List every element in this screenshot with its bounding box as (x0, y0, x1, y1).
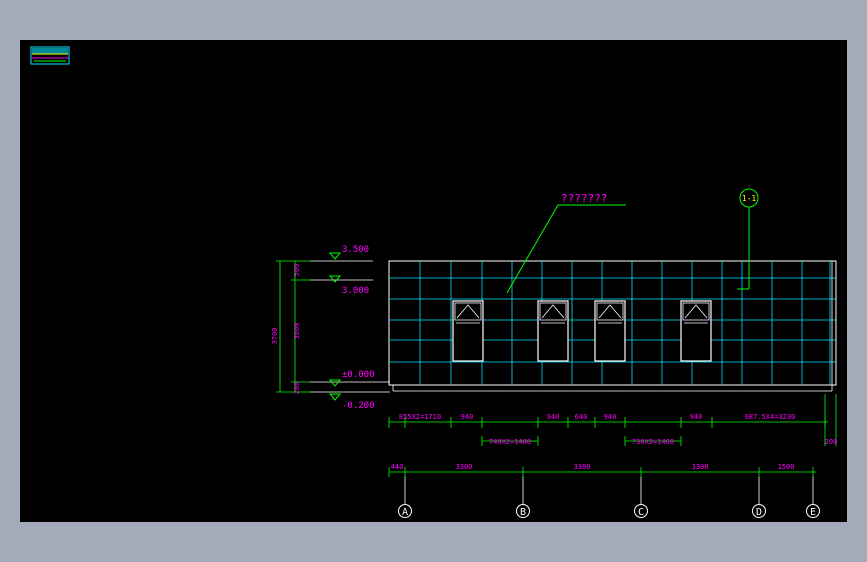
dimension-label: 940 (547, 413, 560, 421)
dimension-label: 3300 (692, 463, 709, 471)
window-top-sash (682, 302, 710, 321)
dimension-label: 3300 (574, 463, 591, 471)
dimension-label: 200 (825, 438, 838, 446)
cad-viewport[interactable]: 3.500 3.000 ±0.000 -0.200 3700 500 3000 … (20, 40, 847, 522)
axis-bubble-d (752, 504, 766, 518)
facade-outline (388, 260, 837, 386)
dimension-label: 687.5X4=3230 (745, 413, 796, 421)
elevation-label-top: 3.500 (342, 245, 369, 255)
window (680, 300, 712, 362)
window (537, 300, 569, 362)
axis-label-e: E (810, 507, 816, 518)
dim-total: 3700 (271, 328, 279, 345)
elevation-label-upper: 3.000 (342, 286, 369, 296)
axis-bubble-b (516, 504, 530, 518)
window-group (452, 300, 712, 362)
callout-label: ??????? (561, 192, 607, 205)
section-marker-label: 1-1 (742, 194, 757, 203)
axis-label-c: C (638, 507, 644, 518)
dimension-label: 640 (575, 413, 588, 421)
dimension-label: 1500 (778, 463, 795, 471)
dimension-label: 3300 (456, 463, 473, 471)
dimension-label: 940 (461, 413, 474, 421)
dim-top-segment: 500 (293, 264, 301, 277)
dimension-label: 440 (391, 463, 404, 471)
window (594, 300, 626, 362)
dimension-label: 730X2=1460 (632, 438, 674, 446)
elevation-drawing: 3.500 3.000 ±0.000 -0.200 3700 500 3000 … (30, 46, 838, 518)
axis-bubble-c (634, 504, 648, 518)
window-opening-mark (456, 304, 480, 319)
axis-bubble-a (398, 504, 412, 518)
window-top-sash (596, 302, 624, 321)
elevation-label-zero: ±0.000 (342, 370, 375, 380)
axis-bubbles: A B C D E (398, 477, 820, 518)
window (452, 300, 484, 362)
axis-label-b: B (520, 507, 526, 518)
window-opening-mark (684, 304, 708, 319)
dim-middle-segment: 3000 (293, 323, 301, 340)
window-top-sash (539, 302, 567, 321)
axis-dimension-row: 440 3300 3300 3300 1500 (388, 463, 816, 477)
dimension-row-2: 740X2=1480 730X2=1460 200 (481, 394, 838, 446)
window-opening-mark (541, 304, 565, 319)
dimension-label: 940 (604, 413, 617, 421)
dimension-label: 855X2=1710 (399, 413, 441, 421)
axis-label-d: D (756, 507, 762, 518)
dim-bottom-segment: 200 (293, 382, 301, 395)
window-opening-mark (598, 304, 622, 319)
dimension-label: 740X2=1480 (489, 438, 531, 446)
dimension-label: 940 (690, 413, 703, 421)
window-top-sash (454, 302, 482, 321)
elevation-marks: 3.500 3.000 ±0.000 -0.200 (310, 245, 390, 411)
dimension-row-1: 855X2=1710 940 940 640 940 940 687.5X4=3230 (388, 413, 828, 428)
axis-bubble-e (806, 504, 820, 518)
material-callout: ??????? (506, 192, 626, 294)
axis-label-a: A (402, 507, 408, 518)
elevation-label-bottom: -0.200 (342, 401, 375, 411)
vertical-dimensions: 3700 500 3000 200 (271, 260, 310, 395)
section-marker: 1-1 (737, 188, 759, 290)
thumbnail-icon[interactable] (30, 46, 70, 65)
